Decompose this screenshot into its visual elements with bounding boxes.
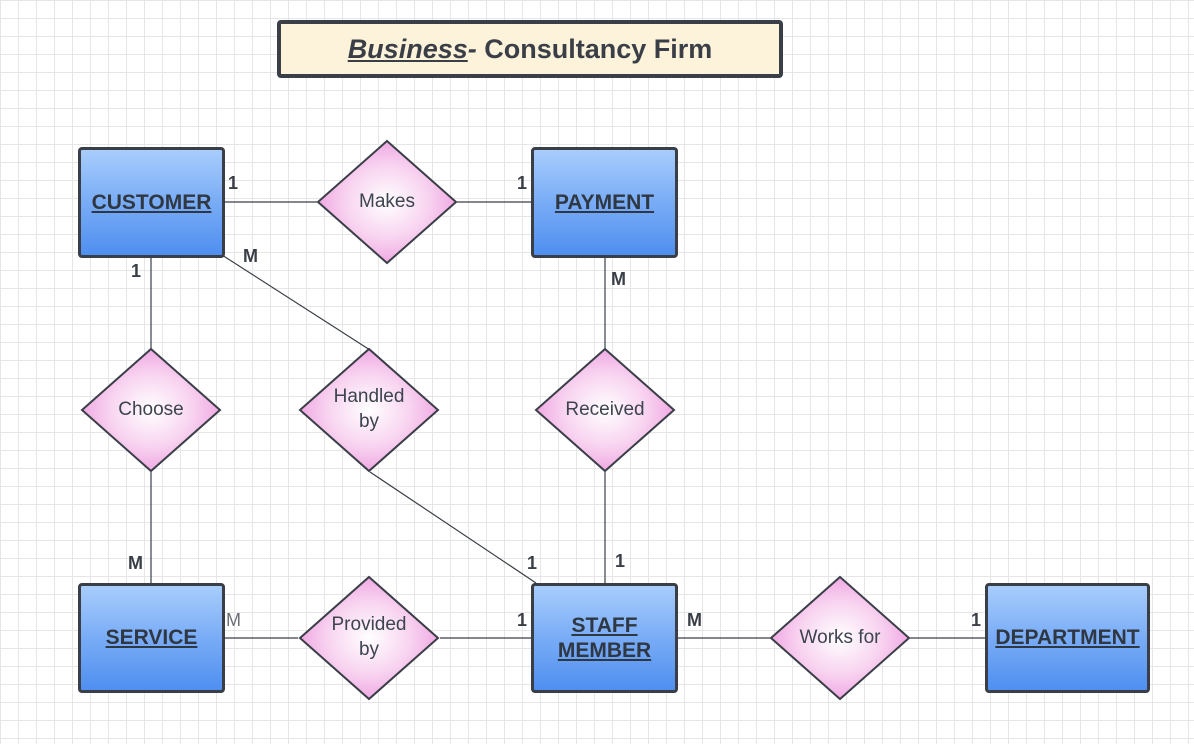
- cardinality-service-provided: M: [226, 610, 241, 630]
- entity-payment[interactable]: PAYMENT: [531, 147, 678, 258]
- entity-department[interactable]: DEPARTMENT: [985, 583, 1150, 693]
- diamond-shape: [316, 139, 458, 265]
- relationship-handled-by[interactable]: Handled by: [298, 347, 440, 473]
- cardinality-department-works: 1: [971, 610, 982, 630]
- relationship-received[interactable]: Received: [534, 347, 676, 473]
- diagram-title: Business- Consultancy Firm: [277, 20, 783, 78]
- relationship-choose[interactable]: Choose: [80, 347, 222, 473]
- diamond-shape: [298, 347, 440, 473]
- cardinality-customer-choose: 1: [131, 261, 142, 281]
- relationship-provided-by[interactable]: Provided by: [298, 575, 440, 701]
- line-handled-staff: [369, 471, 537, 584]
- relationship-makes-label: Makes: [359, 190, 415, 212]
- diamond-shape: [534, 347, 676, 473]
- relationship-makes[interactable]: Makes: [316, 139, 458, 265]
- diamond-shape: [80, 347, 222, 473]
- title-dash: -: [467, 33, 477, 64]
- entity-service[interactable]: SERVICE: [78, 583, 225, 693]
- relationship-works-for[interactable]: Works for: [769, 575, 911, 701]
- entity-payment-label: PAYMENT: [554, 190, 655, 214]
- cardinality-payment-makes: 1: [517, 173, 528, 193]
- cardinality-customer-makes: 1: [228, 173, 239, 193]
- cardinality-staff-handled: 1: [527, 553, 538, 573]
- relationship-provided-by-label: Provided by: [331, 614, 407, 660]
- relationship-works-for-label: Works for: [799, 626, 881, 648]
- cardinality-staff-works: M: [687, 610, 702, 630]
- line-customer-handled: [221, 254, 371, 351]
- relationship-handled-by-label: Handled by: [333, 386, 405, 432]
- entity-staff-label-line1: STAFF: [571, 613, 638, 637]
- cardinality-staff-provided: 1: [517, 610, 528, 630]
- relationship-choose-label: Choose: [118, 398, 184, 420]
- diamond-shape: [298, 575, 440, 701]
- entity-department-label: DEPARTMENT: [995, 626, 1140, 650]
- title-emphasis: Business: [347, 33, 468, 64]
- entity-staff-member[interactable]: STAFF MEMBER: [531, 583, 678, 693]
- cardinality-payment-received: M: [611, 269, 626, 289]
- entity-service-label: SERVICE: [105, 626, 198, 650]
- entity-customer-label: CUSTOMER: [91, 190, 212, 214]
- relationship-received-label: Received: [565, 398, 645, 420]
- title-rest: Consultancy Firm: [476, 33, 713, 64]
- entity-customer[interactable]: CUSTOMER: [78, 147, 225, 258]
- cardinality-customer-handled: M: [243, 246, 258, 266]
- cardinality-service-choose: M: [128, 553, 143, 573]
- cardinality-staff-received: 1: [615, 551, 626, 571]
- diamond-shape: [769, 575, 911, 701]
- entity-staff-label-line2: MEMBER: [557, 639, 652, 662]
